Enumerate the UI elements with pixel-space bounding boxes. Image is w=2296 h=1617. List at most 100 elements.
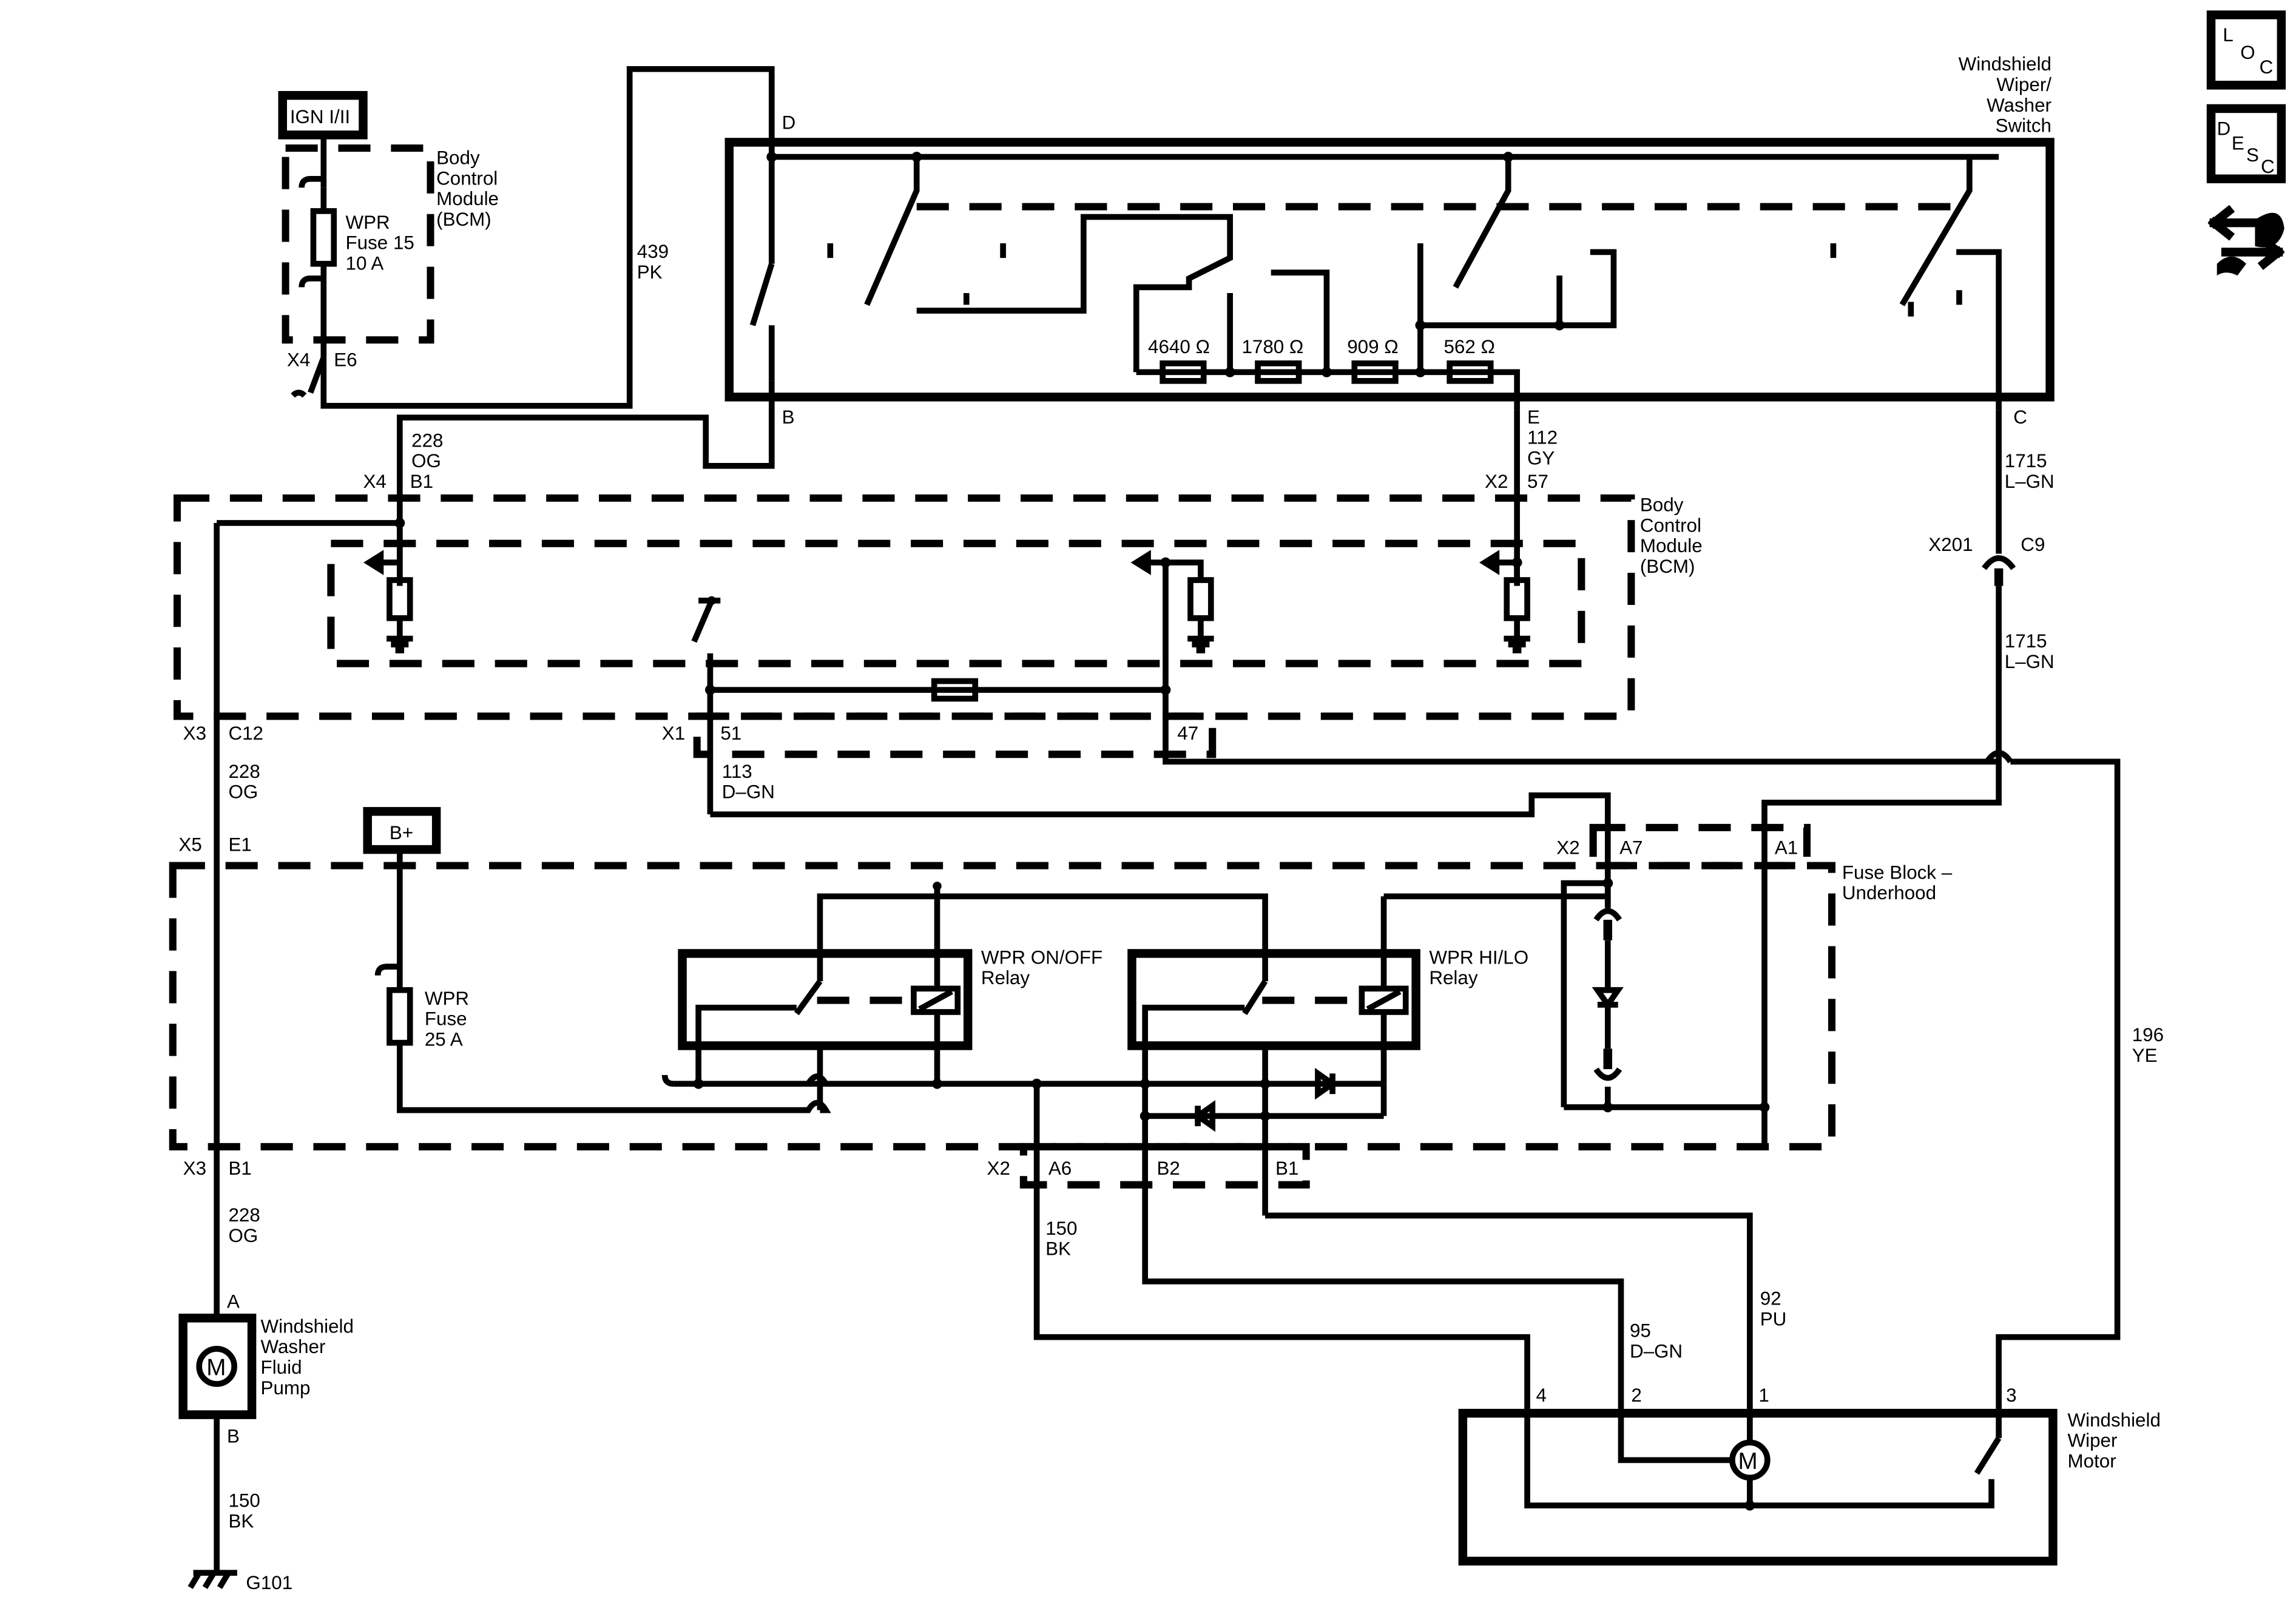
diagram-label: 10 A	[346, 252, 384, 274]
diagram-label: 57	[1527, 471, 1548, 492]
bcm-fuse-module: WPR Fuse 15 10 A Body Control Module (BC…	[282, 135, 499, 358]
resistor-label: 562 Ω	[1443, 336, 1494, 357]
windshield-wiper-motor: Windshield Wiper Motor M 4 2 1 3	[1458, 1385, 2161, 1566]
diagram-label: 3	[2006, 1385, 2016, 1406]
diagram-label: X2	[1556, 837, 1579, 858]
diagram-label: YE	[2132, 1045, 2158, 1066]
diagram-label: WPR	[346, 212, 390, 233]
diagram-label: Fuse	[425, 1008, 467, 1030]
diagram-label: (BCM)	[1640, 556, 1695, 577]
body-control-module: Body Control Module (BCM)	[173, 495, 1999, 815]
diagram-label: E1	[228, 834, 251, 855]
diagram-label: X4	[287, 349, 310, 371]
tools-icon-button[interactable]	[2207, 204, 2285, 276]
diagram-label: L	[2223, 24, 2233, 46]
diagram-label: O	[2240, 42, 2255, 63]
diagram-label: B	[782, 407, 795, 428]
diagram-label: C	[2013, 407, 2027, 428]
diagram-label: Wiper/	[1996, 74, 2051, 95]
diagram-label: 196	[2132, 1024, 2164, 1045]
diagram-label: X1	[662, 723, 685, 744]
diagram-label: C12	[228, 723, 263, 744]
resistor-label: 4640 Ω	[1148, 336, 1210, 357]
diagram-label: C9	[2021, 534, 2045, 555]
diagram-label: Switch	[1996, 115, 2051, 137]
diagram-label: 92	[1760, 1288, 1781, 1309]
diagram-label: A	[227, 1291, 240, 1312]
ign-power-source: IGN I/II	[278, 91, 368, 140]
diagram-label: X201	[1928, 534, 1973, 555]
diagram-label: X5	[178, 834, 201, 855]
diagram-label: Pump	[261, 1377, 311, 1399]
diagram-label: 2	[1631, 1385, 1641, 1406]
diagram-label: E6	[334, 349, 357, 371]
diagram-label: E	[1527, 407, 1540, 428]
diagram-label: D	[782, 112, 796, 133]
diagram-label: OG	[411, 450, 441, 471]
diagram-label: X4	[363, 471, 386, 492]
diagram-label: D	[2217, 118, 2231, 139]
diagram-label: Wiper	[2068, 1430, 2118, 1451]
diagram-label: B1	[1275, 1158, 1298, 1179]
diagram-label: Motor	[2068, 1450, 2116, 1471]
diagram-label: Fluid	[261, 1357, 302, 1378]
diagram-label: 47	[1177, 723, 1198, 744]
diagram-label: WPR	[425, 988, 469, 1009]
diagram-label: 228	[411, 430, 443, 451]
diagram-label: X2	[987, 1158, 1010, 1179]
diagram-label: C	[2260, 56, 2274, 78]
diagram-label: 112	[1527, 427, 1558, 448]
diagram-label: C	[2261, 156, 2275, 177]
diagram-label: IGN I/II	[290, 106, 350, 127]
resistor-label: 1780 Ω	[1241, 336, 1303, 357]
diagram-label: 1	[1758, 1385, 1769, 1406]
diagram-label: Control	[436, 167, 498, 189]
diagram-label: WPR HI/LO	[1429, 947, 1528, 968]
diagram-label: A1	[1775, 837, 1798, 858]
diagram-label: BK	[228, 1510, 254, 1531]
diagram-label: Relay	[981, 967, 1030, 988]
diagram-label: (BCM)	[436, 209, 491, 230]
diagram-label: 1715	[2005, 630, 2047, 652]
description-icon-button[interactable]: D E S C	[2206, 104, 2286, 184]
diagram-label: B1	[228, 1158, 251, 1179]
diagram-label: E	[2232, 133, 2244, 154]
diagram-label: PK	[637, 262, 663, 283]
diagram-label: A7	[1619, 837, 1643, 858]
diagram-label: M	[206, 1354, 226, 1380]
diagram-label: 25 A	[425, 1028, 463, 1050]
diagram-label: 113	[722, 761, 752, 782]
diagram-label: Windshield	[2068, 1409, 2161, 1431]
diagram-label: B2	[1156, 1158, 1180, 1179]
diagram-label: Windshield	[1959, 53, 2051, 75]
diagram-label: L–GN	[2005, 651, 2055, 672]
diagram-label: Washer	[261, 1336, 326, 1357]
diagram-label: 51	[720, 723, 741, 744]
diagram-label: WPR ON/OFF	[981, 947, 1102, 968]
diagram-label: M	[1738, 1448, 1758, 1474]
diagram-label: Relay	[1429, 967, 1477, 988]
fuse-block-underhood: Fuse Block – Underhood B+ WPR Fuse 25 A …	[169, 807, 1953, 1216]
diagram-label: OG	[228, 781, 258, 803]
diagram-label: X3	[183, 723, 206, 744]
diagram-label: Body	[1640, 495, 1684, 516]
diagram-label: L–GN	[2005, 471, 2055, 492]
diagram-label: BK	[1045, 1238, 1071, 1260]
diagram-label: 4	[1536, 1385, 1547, 1406]
diagram-label: Washer	[1987, 95, 2051, 116]
diagram-label: D–GN	[1630, 1340, 1683, 1362]
diagram-label: Fuse Block –	[1842, 862, 1953, 883]
diagram-label: 150	[228, 1490, 260, 1511]
diagram-label: X3	[183, 1158, 206, 1179]
diagram-label: OG	[228, 1225, 258, 1246]
diagram-label: 439	[637, 241, 669, 262]
diagram-label: Module	[1640, 535, 1703, 556]
location-icon-button[interactable]: L O C	[2206, 10, 2286, 90]
washer-fluid-pump: M Windshield Washer Fluid Pump A B	[178, 1291, 354, 1447]
wiper-washer-switch: Windshield Wiper/ Washer Switch	[724, 53, 2055, 411]
diagram-label: D–GN	[722, 781, 775, 803]
resistor-label: 909 Ω	[1347, 336, 1398, 357]
diagram-label: S	[2246, 144, 2259, 166]
diagram-label: X2	[1485, 471, 1508, 492]
